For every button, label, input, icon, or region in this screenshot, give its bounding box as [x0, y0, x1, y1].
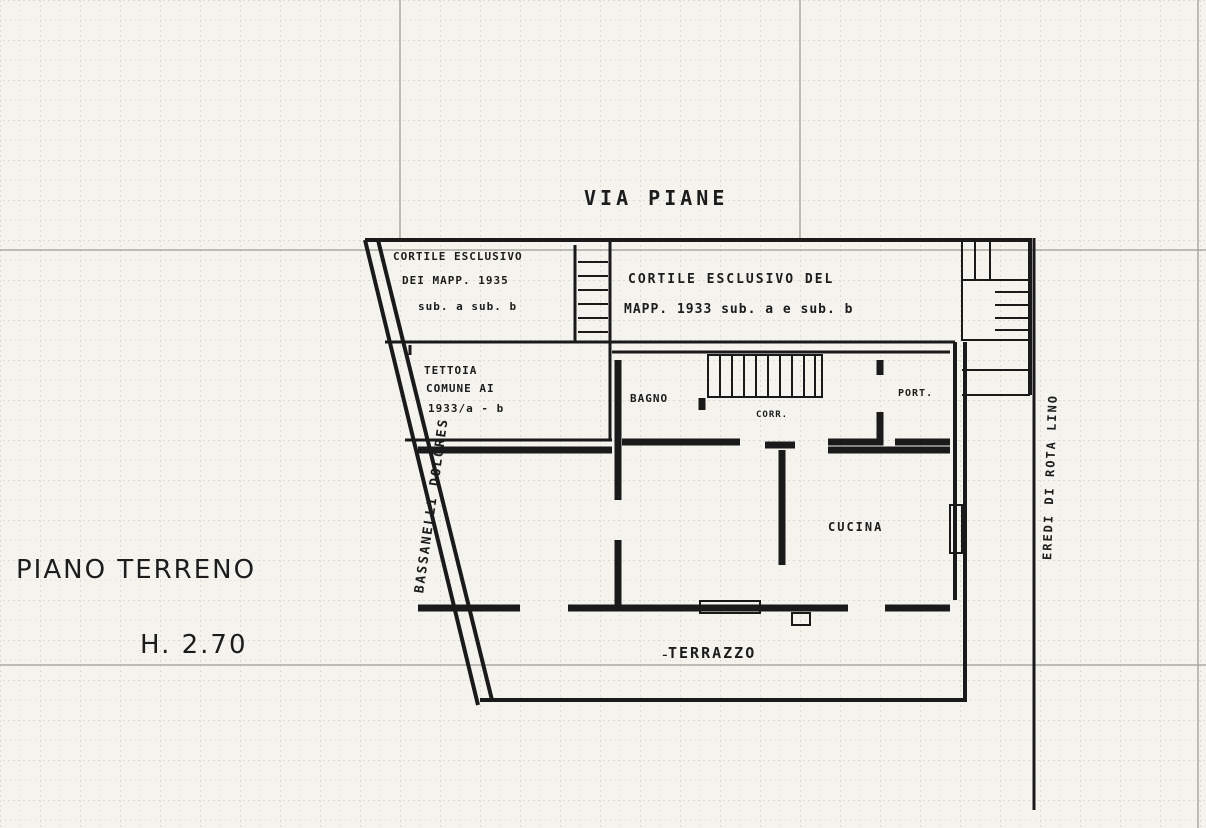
- courtyard-left-line-2: DEI MAPP. 1935: [402, 274, 509, 287]
- interior-walls: [418, 360, 950, 612]
- courtyard-right-line-2: MAPP. 1933 sub. a e sub. b: [624, 302, 854, 317]
- porch-label: PORT.: [898, 388, 934, 399]
- terrace-dash: -: [660, 645, 670, 664]
- floor-height: H. 2.70: [140, 630, 248, 660]
- window-marks: [699, 504, 963, 626]
- corridor-label: CORR.: [756, 410, 789, 420]
- floor-title: PIANO TERRENO: [16, 555, 257, 585]
- stair-right: [961, 239, 1031, 396]
- terrace-label: TERRAZZO: [668, 644, 757, 662]
- courtyard-walls: [385, 240, 955, 442]
- shed-line-3: 1933/a - b: [428, 402, 505, 415]
- shed-line-2: COMUNE AI: [426, 382, 495, 395]
- shed-line-1: TETTOIA: [424, 364, 478, 377]
- courtyard-left-line-1: CORTILE ESCLUSIVO: [393, 250, 523, 263]
- stair-left: [578, 261, 608, 333]
- bathroom-label: BAGNO: [630, 392, 669, 405]
- street-north-label: VIA PIANE: [584, 186, 729, 210]
- courtyard-right-line-1: CORTILE ESCLUSIVO DEL: [628, 272, 835, 287]
- courtyard-left-line-3: sub. a sub. b: [418, 300, 518, 313]
- kitchen-label: CUCINA: [828, 520, 884, 534]
- stair-interior: [707, 354, 823, 398]
